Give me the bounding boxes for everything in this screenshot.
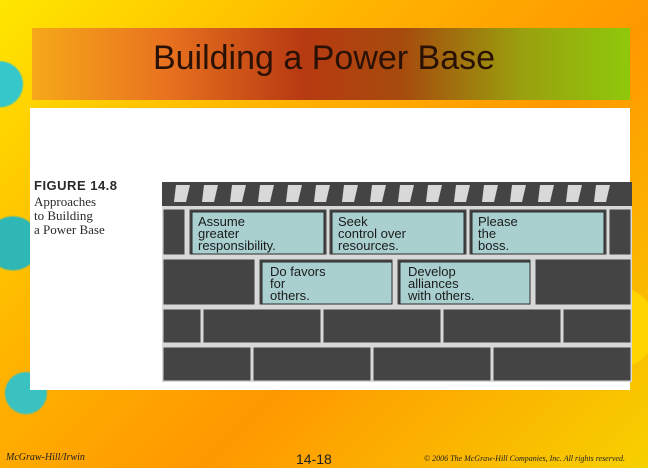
- footer-publisher: McGraw-Hill/Irwin: [6, 452, 85, 463]
- brick-assume-responsibility: Assume greater responsibility.: [198, 216, 276, 252]
- figure-caption-text: Approaches to Building a Power Base: [34, 195, 154, 237]
- brick-develop-alliances: Develop alliances with others.: [408, 266, 474, 302]
- caption-line: to Building: [34, 209, 154, 223]
- slide-title: Building a Power Base: [0, 39, 648, 78]
- figure-caption: FIGURE 14.8 Approaches to Building a Pow…: [34, 178, 154, 237]
- brick-wall-svg: [162, 182, 632, 382]
- brick-please-boss: Please the boss.: [478, 216, 518, 252]
- figure-number: FIGURE 14.8: [34, 178, 154, 193]
- footer-copyright: © 2006 The McGraw-Hill Companies, Inc. A…: [424, 454, 625, 463]
- brick-do-favors: Do favors for others.: [270, 266, 326, 302]
- brick-seek-control: Seek control over resources.: [338, 216, 406, 252]
- brick-wall-illustration: Assume greater responsibility. Seek cont…: [162, 182, 632, 382]
- figure-panel: FIGURE 14.8 Approaches to Building a Pow…: [30, 108, 630, 390]
- caption-line: a Power Base: [34, 223, 154, 237]
- caption-line: Approaches: [34, 195, 154, 209]
- footer-slide-number: 14-18: [296, 451, 332, 467]
